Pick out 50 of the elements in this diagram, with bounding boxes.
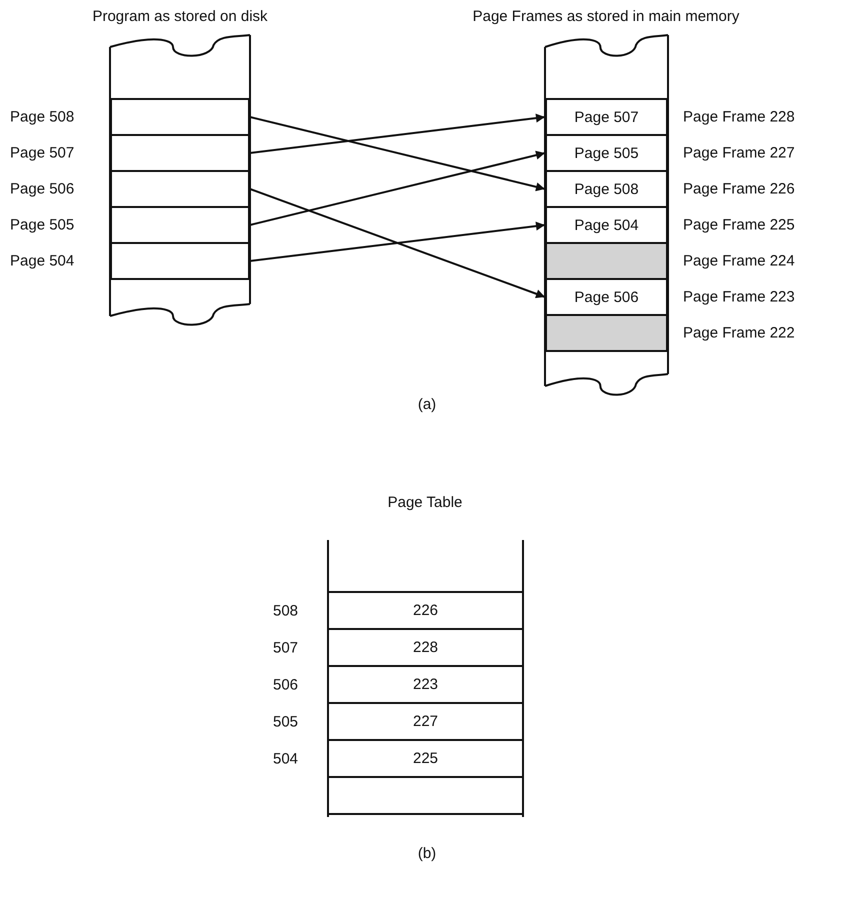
row-index: 504 (273, 750, 298, 767)
arrow (250, 114, 546, 154)
stack-heading: Program as stored on disk (91, 8, 269, 25)
arrow (250, 116, 546, 192)
figure-caption: (b) (418, 845, 436, 862)
frame-label: Page Frame 225 (683, 216, 795, 234)
page-number: 226 (412, 602, 438, 619)
page-frame (545, 206, 668, 244)
frame-label: Page Frame 222 (683, 324, 795, 342)
frame-label: Page Frame 223 (683, 288, 795, 306)
page-frame (545, 278, 668, 316)
page-number: 223 (412, 676, 438, 693)
page-slot (110, 242, 250, 280)
slot-label: Page 505 (10, 216, 74, 234)
page-number: Page 505 (574, 144, 639, 162)
page-table (325, 494, 525, 817)
page-number: 228 (412, 639, 438, 656)
stack-heading: Page Table (386, 494, 464, 511)
row-index: 505 (273, 713, 298, 730)
page-number: Page 504 (574, 216, 639, 234)
page-frame (545, 314, 668, 352)
frame-label: Page Frame 226 (683, 180, 795, 198)
page-number: Page 508 (574, 180, 639, 198)
row-index: 507 (273, 639, 298, 656)
slot-label: Page 504 (10, 252, 74, 270)
row-index: 508 (273, 602, 298, 619)
frame-label: Page Frame 224 (683, 252, 795, 270)
page-slot (110, 134, 250, 172)
page-slot (110, 206, 250, 244)
figure-caption: (a) (418, 396, 436, 413)
page-frame (545, 170, 668, 208)
arrow (250, 150, 546, 226)
row-index: 506 (273, 676, 298, 693)
frame-label: Page Frame 228 (683, 108, 795, 126)
page-number: Page 507 (574, 108, 639, 126)
page-slot (110, 170, 250, 208)
arrow (250, 188, 546, 298)
arrow (250, 222, 546, 262)
page-frame (545, 98, 668, 136)
slot-label: Page 507 (10, 144, 74, 162)
page-frame (545, 242, 668, 280)
frame-label: Page Frame 227 (683, 144, 795, 162)
page-number: 227 (412, 713, 438, 730)
page-slot (110, 98, 250, 136)
page-frame (545, 134, 668, 172)
slot-label: Page 508 (10, 108, 74, 126)
slot-label: Page 506 (10, 180, 74, 198)
page-number: 225 (412, 750, 438, 767)
page-number: Page 506 (574, 288, 639, 306)
stack-heading: Page Frames as stored in main memory (472, 8, 740, 25)
